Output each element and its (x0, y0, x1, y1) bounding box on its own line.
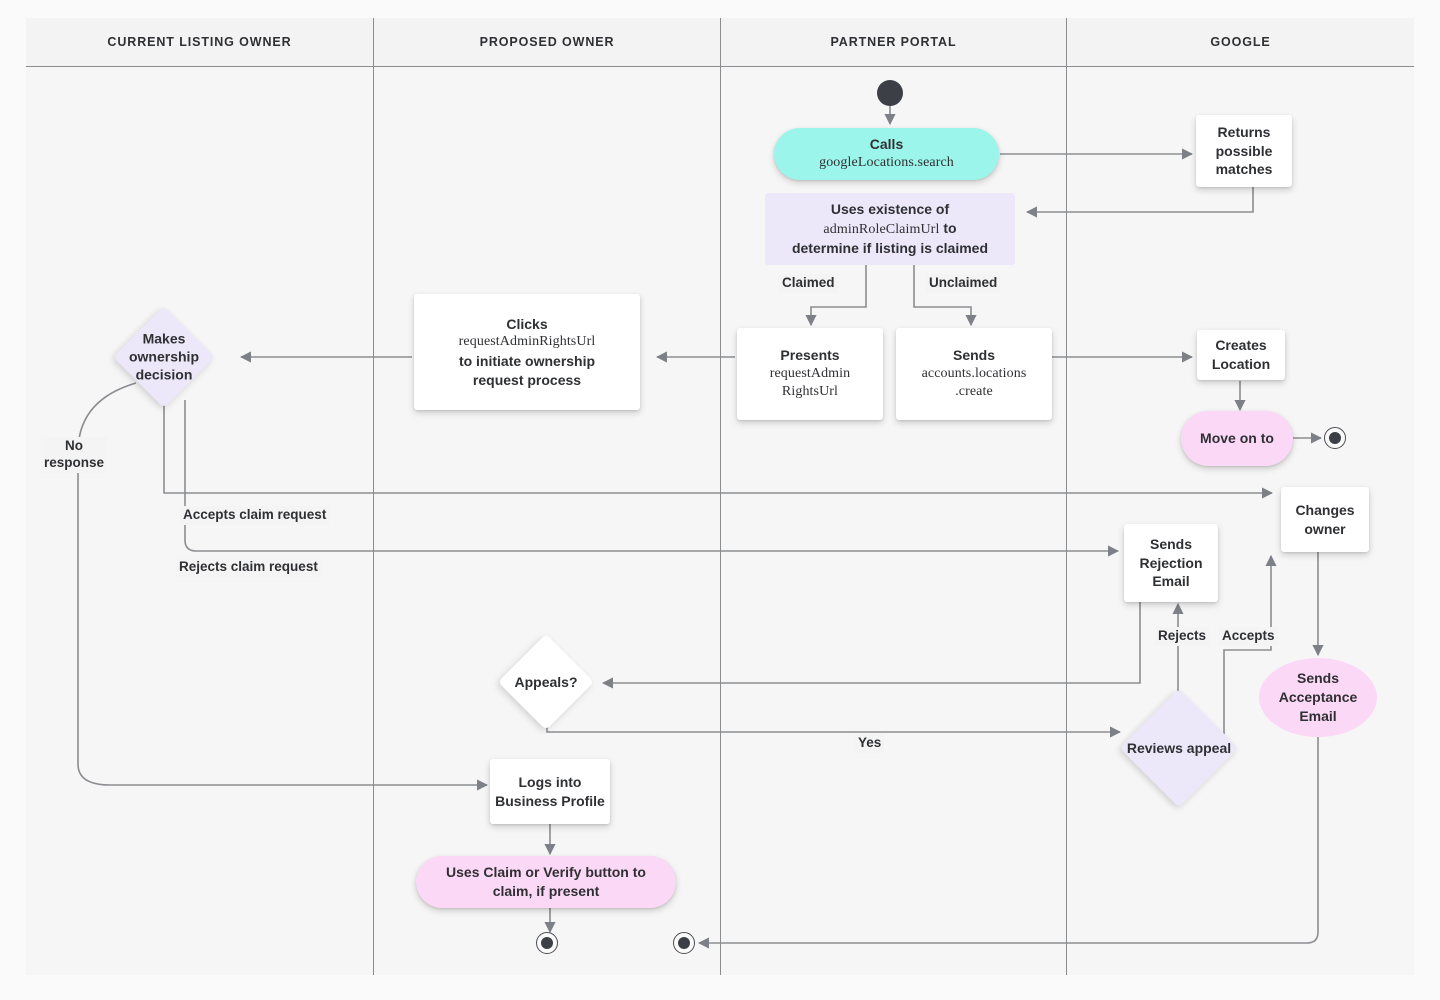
node-line-2: claim, if present (492, 883, 600, 899)
node-returns-possible-matches[interactable]: Returns possible matches (1196, 115, 1292, 187)
node-line-3: RightsUrl (781, 384, 839, 400)
node-line-4: request process (472, 371, 582, 388)
node-appeals-decision[interactable]: Appeals? (497, 633, 595, 731)
node-text: Reviews appeal (1126, 739, 1232, 756)
node-line-2: requestAdminRightsUrl (458, 334, 596, 350)
lane-header-current-listing-owner: CURRENT LISTING OWNER (26, 18, 374, 67)
node-line-2-code: adminRoleClaimUrl (823, 221, 940, 237)
lane-header-partner-portal: PARTNER PORTAL (721, 18, 1067, 67)
node-line-3: .create (955, 384, 993, 400)
node-line-3: to initiate ownership (458, 353, 596, 369)
node-reviews-appeal[interactable]: Reviews appeal (1119, 688, 1239, 808)
node-line-1: Sends (952, 346, 995, 363)
node-clicks-request-admin-rights-url[interactable]: Clicks requestAdminRightsUrl to initiate… (414, 294, 640, 410)
node-logs-into-business-profile[interactable]: Logs into Business Profile (490, 759, 610, 824)
node-text: Move on to (1200, 430, 1274, 447)
node-line-1: Presents (780, 346, 840, 363)
lane-header-label: GOOGLE (1210, 35, 1271, 49)
node-text: Creates Location (1211, 337, 1271, 372)
edge-label-rejects: Rejects (1155, 627, 1210, 646)
node-line-1: Calls (869, 136, 904, 153)
edge-label-claimed: Claimed (779, 274, 838, 293)
lane-header-proposed-owner: PROPOSED OWNER (374, 18, 721, 67)
node-line-1: Uses Claim or Verify button to (446, 864, 646, 881)
edge-label-yes: Yes (855, 734, 885, 753)
node-line-2-tail: to (939, 219, 957, 236)
node-line-2: requestAdmin (769, 365, 851, 381)
node-text: Sends Acceptance Email (1278, 670, 1358, 724)
lane-header-google: GOOGLE (1067, 18, 1414, 67)
edge-label-accepts: Accepts (1219, 627, 1278, 646)
lane-body-proposed-owner (374, 67, 721, 975)
edge-label-unclaimed: Unclaimed (926, 274, 1001, 293)
node-text: Makes ownership decision (128, 330, 199, 384)
start-node-partner-portal (877, 80, 903, 106)
node-creates-location[interactable]: Creates Location (1197, 330, 1285, 380)
end-node-proposed-owner (536, 932, 558, 954)
node-text: Appeals? (514, 673, 578, 690)
edge-label-accepts-claim-request: Accepts claim request (180, 506, 330, 525)
node-line-3: determine if listing is claimed (791, 240, 989, 257)
node-line-1: Uses existence of (830, 200, 950, 217)
node-line-2: googleLocations.search (819, 155, 954, 170)
lane-header-label: CURRENT LISTING OWNER (107, 35, 292, 49)
node-sends-accounts-locations-create[interactable]: Sends accounts.locations .create (896, 328, 1052, 420)
edge-label-no-response-line-2: response (44, 454, 105, 470)
node-text: Changes owner (1295, 501, 1355, 537)
node-text: Sends Rejection Email (1139, 535, 1203, 590)
node-uses-existence-admin-role-claim-url[interactable]: Uses existence of adminRoleClaimUrl to d… (765, 193, 1015, 265)
node-makes-ownership-decision[interactable]: Makes ownership decision (113, 306, 215, 408)
end-node-google (1324, 427, 1346, 449)
node-uses-claim-or-verify-button[interactable]: Uses Claim or Verify button to claim, if… (416, 856, 676, 908)
lane-header-label: PROPOSED OWNER (479, 35, 615, 49)
node-sends-rejection-email[interactable]: Sends Rejection Email (1124, 524, 1218, 602)
node-presents-request-admin-rights-url[interactable]: Presents requestAdmin RightsUrl (737, 328, 883, 420)
edge-label-rejects-claim-request: Rejects claim request (176, 558, 321, 577)
node-line-1: Clicks (506, 315, 548, 332)
node-move-on-to[interactable]: Move on to (1181, 411, 1293, 466)
edge-label-no-response: No response (41, 437, 108, 473)
node-line-2: accounts.locations (921, 365, 1027, 381)
node-changes-owner[interactable]: Changes owner (1281, 487, 1369, 552)
edge-label-no-response-line-1: No (65, 438, 84, 453)
node-calls-google-locations-search[interactable]: Calls googleLocations.search (774, 128, 999, 180)
lane-header-label: PARTNER PORTAL (830, 35, 957, 49)
node-text: Returns possible matches (1215, 123, 1273, 178)
end-node-partner-portal (673, 932, 695, 954)
node-text: Logs into Business Profile (495, 773, 605, 809)
node-line-2: adminRoleClaimUrl to (823, 219, 956, 240)
node-sends-acceptance-email[interactable]: Sends Acceptance Email (1259, 658, 1377, 737)
